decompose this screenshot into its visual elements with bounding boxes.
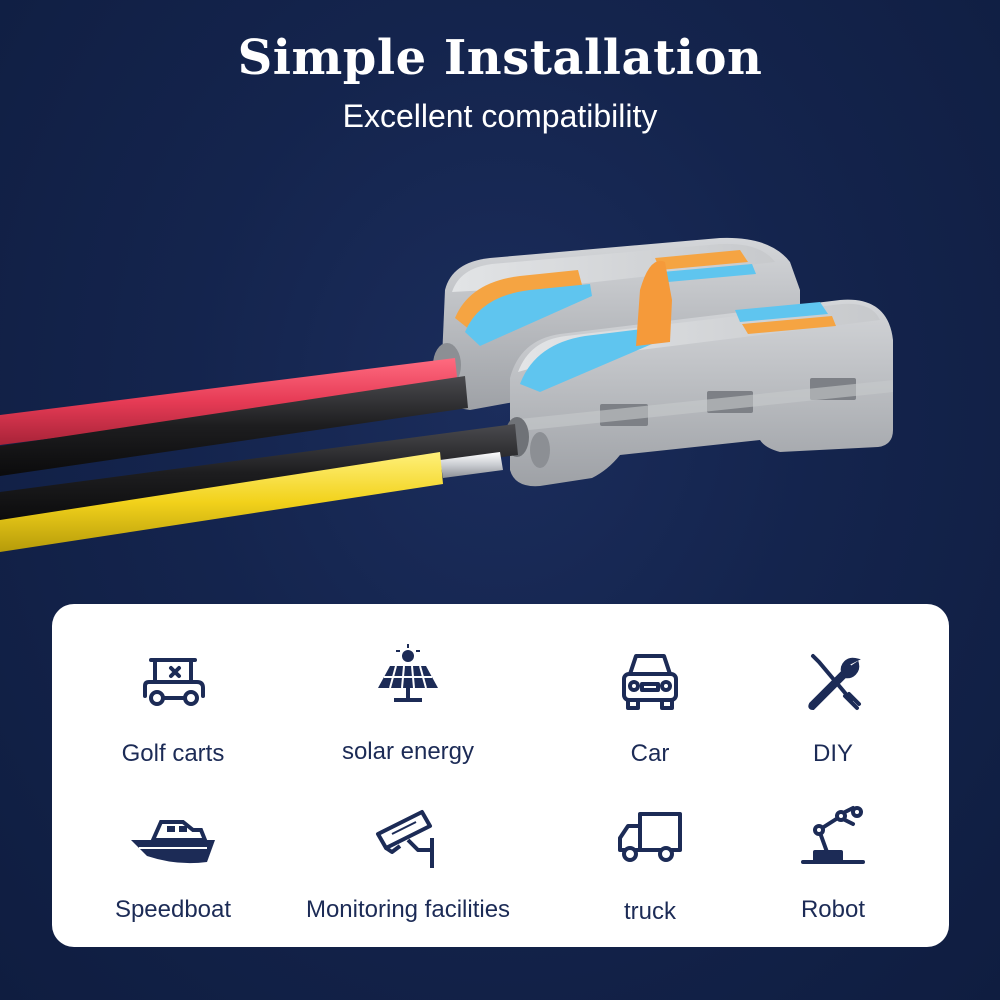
front-connector [505, 260, 893, 487]
app-diy: DIY [713, 646, 953, 768]
wire-black-lower [0, 424, 518, 522]
wire-yellow [0, 452, 503, 552]
wire-red [0, 358, 458, 445]
app-label: Robot [800, 896, 866, 923]
app-label: DIY [812, 740, 853, 767]
page-subtitle: Excellent compatibility [342, 98, 658, 134]
app-label: solar energy [341, 738, 475, 765]
golf-cart-icon [143, 658, 205, 706]
car-icon [622, 654, 678, 710]
connector-product-image [0, 237, 893, 552]
truck-icon [618, 812, 682, 862]
applications-card: Golf carts solar energy Car [52, 604, 949, 947]
app-speedboat: Speedboat [53, 802, 293, 924]
app-robot: Robot [713, 802, 953, 924]
wire-black-upper [0, 376, 468, 476]
robot-arm-icon [801, 806, 865, 864]
app-label: Golf carts [121, 740, 225, 767]
page-title: Simple Installation [237, 30, 763, 86]
tools-icon [808, 654, 861, 711]
app-car: Car [530, 646, 770, 768]
speedboat-icon [131, 820, 215, 864]
app-label: Car [630, 740, 670, 767]
security-camera-icon [376, 810, 434, 868]
app-label: Monitoring facilities [305, 896, 511, 923]
app-solar-energy: solar energy [288, 644, 528, 766]
app-label: truck [623, 898, 676, 925]
app-truck: truck [530, 804, 770, 926]
app-golf-carts: Golf carts [53, 646, 293, 768]
app-label: Speedboat [114, 896, 232, 923]
solar-panel-icon [378, 644, 438, 702]
app-monitoring-facilities: Monitoring facilities [288, 804, 528, 924]
